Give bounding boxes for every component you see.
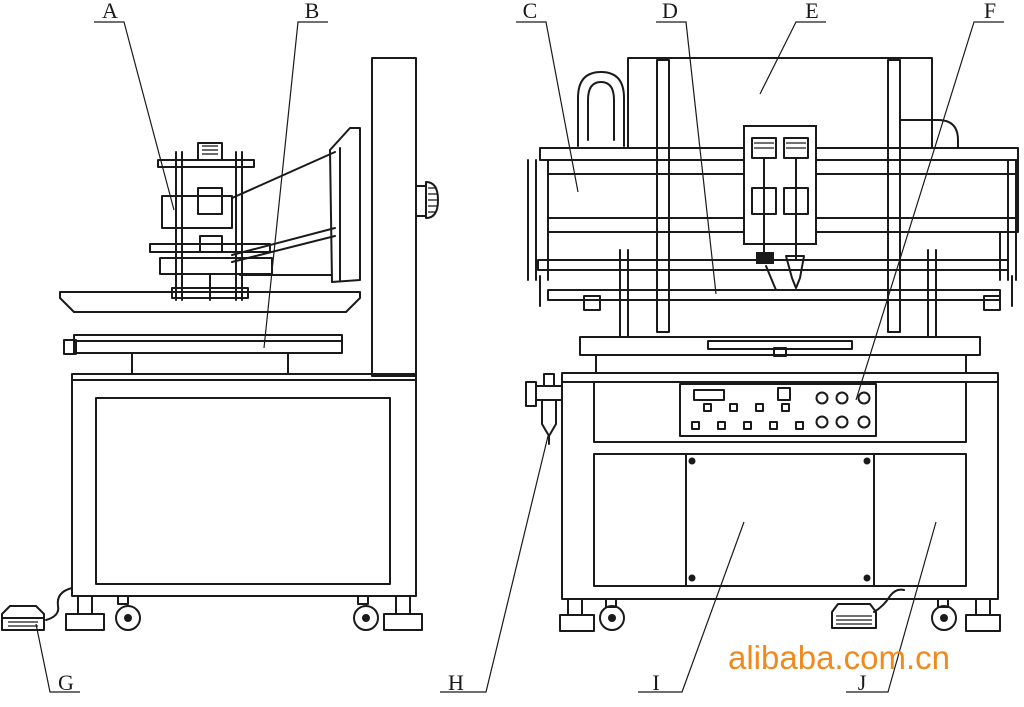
callout-d: D <box>662 0 678 23</box>
front-view <box>525 57 1019 632</box>
front-print-table <box>579 336 981 374</box>
side-view <box>1 57 439 631</box>
leader-G <box>35 623 80 693</box>
side-feet <box>65 595 423 631</box>
leader-I <box>638 521 745 693</box>
leader-B <box>263 21 328 349</box>
front-foot-pedal <box>831 588 905 629</box>
front-hose-outer <box>577 71 625 147</box>
side-column <box>371 57 417 377</box>
leader-H <box>440 435 549 693</box>
callout-f: F <box>984 0 996 23</box>
callout-a: A <box>102 0 118 23</box>
front-carriage <box>743 125 817 291</box>
leader-A <box>94 21 175 211</box>
front-air-filter <box>525 373 563 445</box>
front-hose-inner <box>587 81 615 141</box>
callout-leaders <box>35 21 1004 693</box>
front-control-panel <box>679 383 877 437</box>
side-cabinet <box>71 373 417 597</box>
leader-J <box>846 521 937 693</box>
side-screen-frame <box>59 291 361 313</box>
front-cable <box>899 119 959 149</box>
leader-E <box>759 21 826 95</box>
side-foot-pedal <box>1 587 73 631</box>
side-knob <box>415 181 439 219</box>
callout-g: G <box>58 670 74 695</box>
leader-D <box>656 21 717 295</box>
front-guide-rails <box>619 59 937 337</box>
front-feet <box>559 598 1001 632</box>
callout-c: C <box>523 0 538 23</box>
side-print-table <box>63 334 343 375</box>
callout-labels: A B C D E F G H I J <box>58 0 996 695</box>
watermark-text: alibaba.com.cn <box>728 639 950 676</box>
callout-b: B <box>305 0 320 23</box>
side-print-head <box>149 142 273 301</box>
callout-h: H <box>448 670 464 695</box>
callout-j: J <box>858 670 867 695</box>
front-cabinet <box>561 372 999 600</box>
front-screen-frame <box>539 275 1013 311</box>
leader-C <box>516 21 579 193</box>
callout-e: E <box>805 0 818 23</box>
leader-F <box>855 21 1004 401</box>
callout-i: I <box>652 670 659 695</box>
